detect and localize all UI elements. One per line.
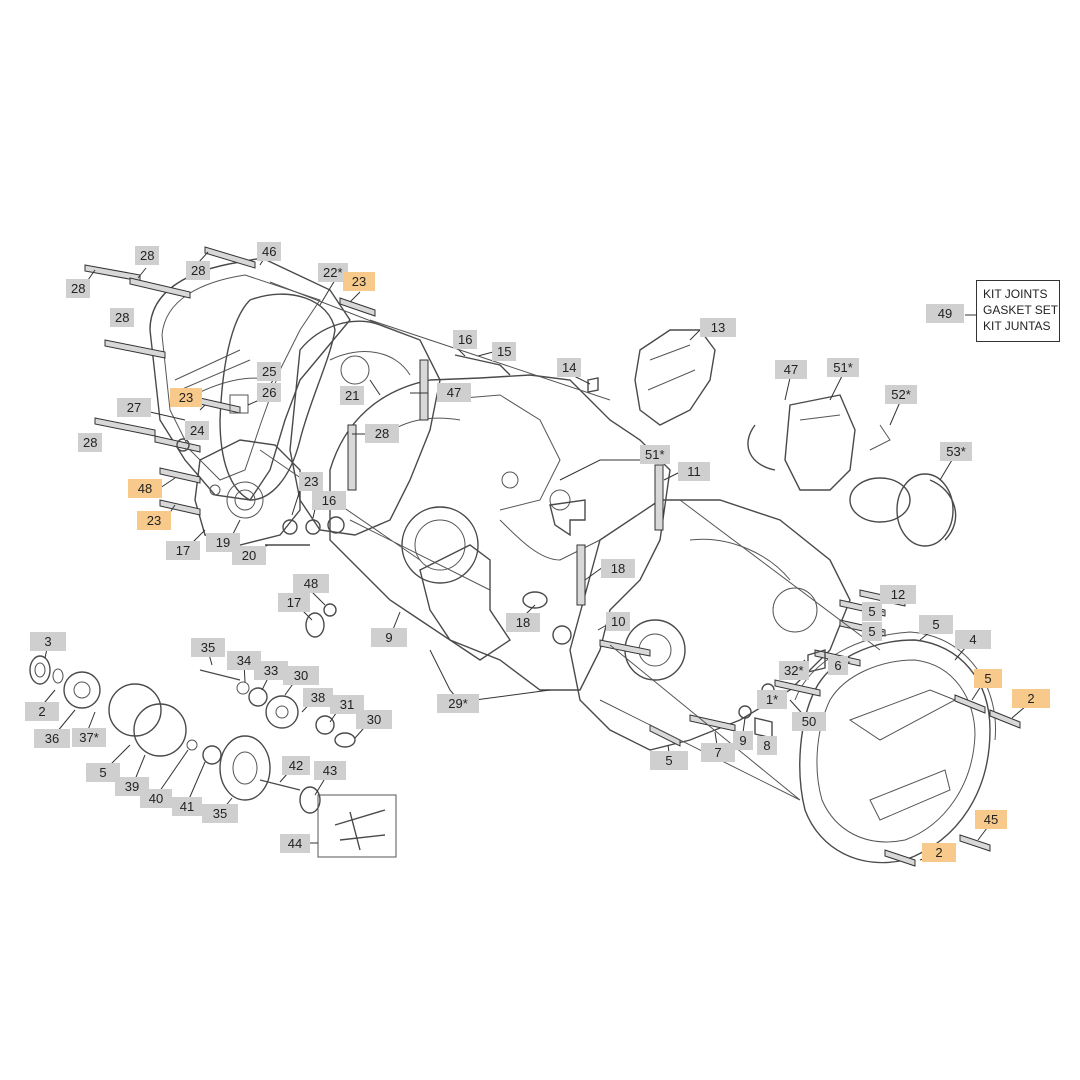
callout-18: 20: [232, 546, 266, 565]
callout-5: 5: [650, 751, 688, 770]
callout-45: 44: [280, 834, 310, 853]
callout-13: 13: [700, 318, 736, 337]
callout-48: 18: [601, 559, 635, 578]
callout-9: 50: [792, 712, 826, 731]
crankcase-gasket: [419, 544, 511, 661]
part-13-guide: [634, 329, 716, 426]
callout-42: 35: [202, 804, 238, 823]
callout-17: 16: [312, 491, 346, 510]
callout-49: 49: [926, 304, 964, 323]
callout-25: 25: [257, 362, 282, 381]
crankcase-left: [329, 374, 671, 691]
callout-19: 17: [166, 541, 200, 560]
callout-47: 28: [365, 424, 399, 443]
callout-34: 35: [191, 638, 225, 657]
small-parts: [176, 354, 826, 739]
callout-12: 9: [371, 628, 407, 647]
callout-28: 28: [135, 246, 160, 265]
callout-5: 12: [880, 585, 916, 604]
callout-41: 40: [140, 789, 172, 808]
callout-2: 45: [975, 810, 1007, 829]
callout-1: 29*: [437, 694, 479, 713]
callout-22: 22*: [318, 263, 348, 282]
bolts: [84, 246, 1021, 867]
callout-2: 5: [974, 669, 1002, 688]
ignition-cover-gasket: [794, 631, 997, 741]
water-pump-housing: [194, 439, 301, 546]
callout-28: 28: [78, 433, 103, 452]
callout-46: 46: [257, 242, 282, 261]
callout-16: 23: [299, 472, 324, 491]
callout-23: 48: [128, 479, 162, 498]
callout-51: 47: [775, 360, 807, 379]
callout-5: 5: [862, 622, 882, 641]
callout-23: 23: [170, 388, 202, 407]
crankcase-right: [569, 499, 851, 751]
callout-30: 31: [330, 695, 364, 714]
kit-box-line-3: KIT JUNTAS: [983, 319, 1051, 333]
callout-35: 41: [172, 797, 202, 816]
callout-31: 38: [303, 688, 333, 707]
callout-3: 4: [955, 630, 991, 649]
gasket-kit-box: KIT JOINTS GASKET SET KIT JUNTAS: [976, 280, 1060, 342]
callout-15: 15: [492, 342, 517, 361]
clutch-cover-gasket: [219, 293, 336, 501]
callout-2: 2: [1012, 689, 1050, 708]
callout-4: 5: [919, 615, 953, 634]
callout-14: 14: [557, 358, 582, 377]
callout-10: 18: [506, 613, 540, 632]
callout-47: 47: [437, 383, 471, 402]
callout-16: 16: [453, 330, 478, 349]
callout-5: 6: [828, 656, 848, 675]
callout-50: 1*: [757, 690, 787, 709]
callout-2: 2: [922, 843, 956, 862]
callout-23: 23: [137, 511, 171, 530]
intake-clamps: [747, 394, 957, 547]
callout-17: 48: [293, 574, 329, 593]
callout-5: 7: [701, 743, 735, 762]
callout-35: 3: [30, 632, 66, 651]
callout-21: 21: [340, 386, 365, 405]
callout-36: 2: [25, 702, 59, 721]
callout-9: 10: [606, 612, 631, 631]
callout-38: 37*: [72, 728, 106, 747]
callout-24: 24: [185, 421, 210, 440]
callout-7: 8: [757, 736, 777, 755]
callout-28: 28: [186, 261, 211, 280]
callout-37: 36: [34, 729, 70, 748]
callout-20: 19: [206, 533, 240, 552]
callout-43: 42: [282, 756, 310, 775]
callout-26: 26: [257, 383, 282, 402]
callout-32: 30: [283, 666, 319, 685]
callout-30: 33: [254, 661, 288, 680]
callout-48: 11: [678, 462, 710, 481]
callout-33: 34: [227, 651, 261, 670]
water-pump-parts: [29, 655, 397, 858]
callout-28: 28: [110, 308, 135, 327]
callout-8: 9: [733, 731, 753, 750]
callout-27: 27: [117, 398, 151, 417]
callout-18: 17: [278, 593, 310, 612]
callout-5: 5: [862, 602, 882, 621]
kit-box-line-1: KIT JOINTS: [983, 287, 1048, 301]
callout-28: 28: [66, 279, 91, 298]
callout-23: 23: [343, 272, 375, 291]
callout-39: 5: [86, 763, 120, 782]
callout-29: 30: [356, 710, 392, 729]
callout-11: 51*: [640, 445, 670, 464]
callout-6: 32*: [779, 661, 809, 680]
callout-44: 43: [314, 761, 346, 780]
callout-52: 51*: [827, 358, 859, 377]
callout-51: 53*: [940, 442, 972, 461]
kit-box-line-2: GASKET SET: [983, 303, 1059, 317]
callout-53: 52*: [885, 385, 917, 404]
